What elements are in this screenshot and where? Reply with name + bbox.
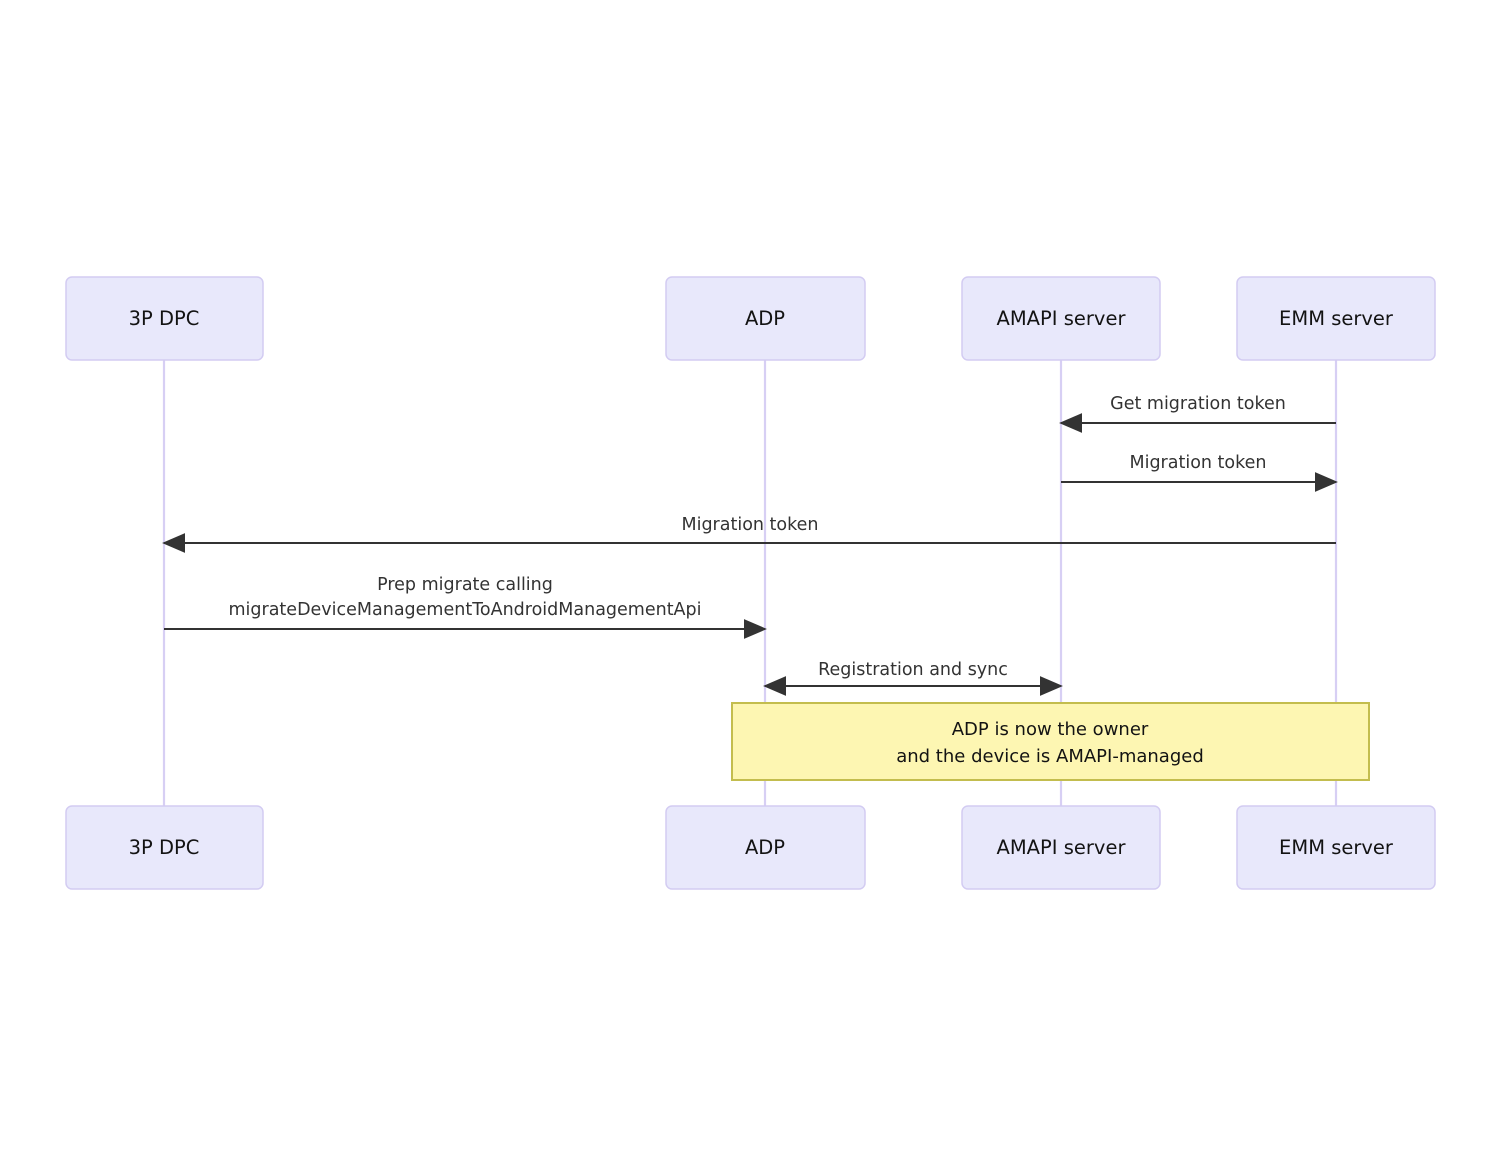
participant-box[interactable] [65,805,264,890]
participant-dpc-header[interactable]: 3P DPC [65,276,264,361]
note-n1: ADP is now the owner and the device is AM… [731,702,1370,781]
note-label: ADP is now the owner [952,719,1149,740]
participant-label: AMAPI server [997,307,1127,330]
message-label: migrateDeviceManagementToAndroidManageme… [229,600,702,620]
participant-box[interactable] [665,276,866,361]
message-m2: Migration token [1061,453,1338,493]
participant-adp-footer[interactable]: ADP [665,805,866,890]
message-m5: Registration and sync [763,660,1063,697]
participant-box[interactable] [65,276,264,361]
participant-emm-footer[interactable]: EMM server [1236,805,1436,890]
message-m4: Prep migrate calling migrateDeviceManagem… [164,575,767,640]
message-label: Get migration token [1110,394,1286,414]
participant-emm-header[interactable]: EMM server [1236,276,1436,361]
participant-label: ADP [745,836,785,859]
participant-amapi-header[interactable]: AMAPI server [961,276,1161,361]
notes-layer: ADP is now the owner and the device is AM… [731,702,1370,781]
message-label: Prep migrate calling [377,575,553,595]
participant-label: EMM server [1279,307,1394,330]
note-box [731,702,1370,781]
participant-label: AMAPI server [997,836,1127,859]
participant-label: EMM server [1279,836,1394,859]
participant-label: 3P DPC [129,307,200,330]
note-label: and the device is AMAPI-managed [896,746,1204,767]
participant-footers: 3P DPC ADP AMAPI server EMM server [65,805,1436,890]
participant-box[interactable] [961,276,1161,361]
message-m1: Get migration token [1059,394,1336,434]
participant-box[interactable] [665,805,866,890]
message-label: Migration token [1129,453,1266,473]
participant-box[interactable] [1236,805,1436,890]
participant-dpc-footer[interactable]: 3P DPC [65,805,264,890]
message-m3: Migration token [162,515,1336,554]
participant-adp-header[interactable]: ADP [665,276,866,361]
message-label: Registration and sync [818,660,1008,680]
participant-label: ADP [745,307,785,330]
participant-amapi-footer[interactable]: AMAPI server [961,805,1161,890]
participant-box[interactable] [961,805,1161,890]
message-label: Migration token [681,515,818,535]
participant-label: 3P DPC [129,836,200,859]
participant-box[interactable] [1236,276,1436,361]
participant-headers: 3P DPC ADP AMAPI server EMM server [65,276,1436,361]
